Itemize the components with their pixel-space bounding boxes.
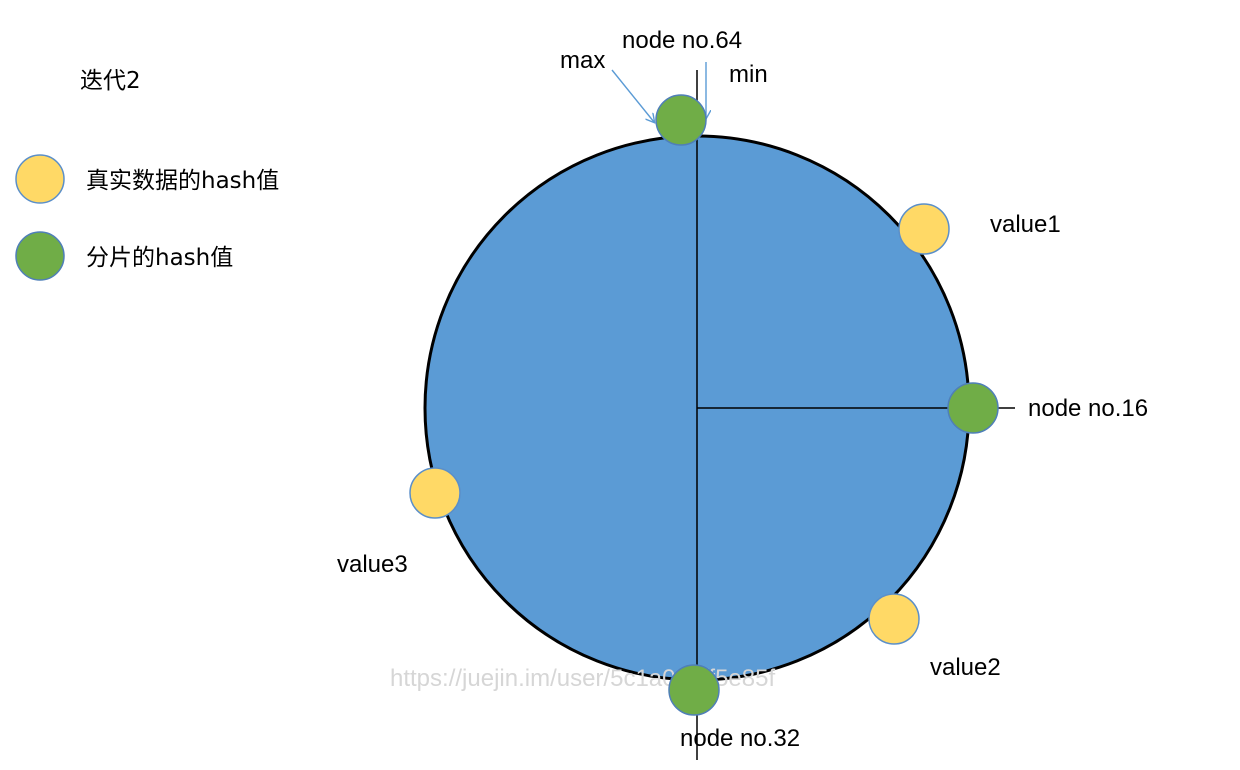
value2-label: value2 <box>930 654 1001 681</box>
node-64-label: node no.64 <box>622 27 742 54</box>
value3-point <box>409 467 461 519</box>
max-label: max <box>560 47 605 74</box>
node-16-point <box>947 382 999 434</box>
legend-data-point-icon <box>15 154 65 204</box>
node-32-label: node no.32 <box>680 725 800 752</box>
node-32-point <box>668 664 720 716</box>
diagram-title: 迭代2 <box>80 68 141 94</box>
legend-real-data-label: 真实数据的hash值 <box>86 168 279 194</box>
node-64-point <box>655 94 707 146</box>
node-16-label: node no.16 <box>1028 395 1148 422</box>
min-label: min <box>729 61 768 88</box>
max-arrow <box>611 69 654 122</box>
value2-point <box>868 593 920 645</box>
legend-shard-label: 分片的hash值 <box>86 245 233 271</box>
legend-node-point-icon <box>15 231 65 281</box>
value1-point <box>898 203 950 255</box>
value1-label: value1 <box>990 211 1061 238</box>
value3-label: value3 <box>337 551 408 578</box>
